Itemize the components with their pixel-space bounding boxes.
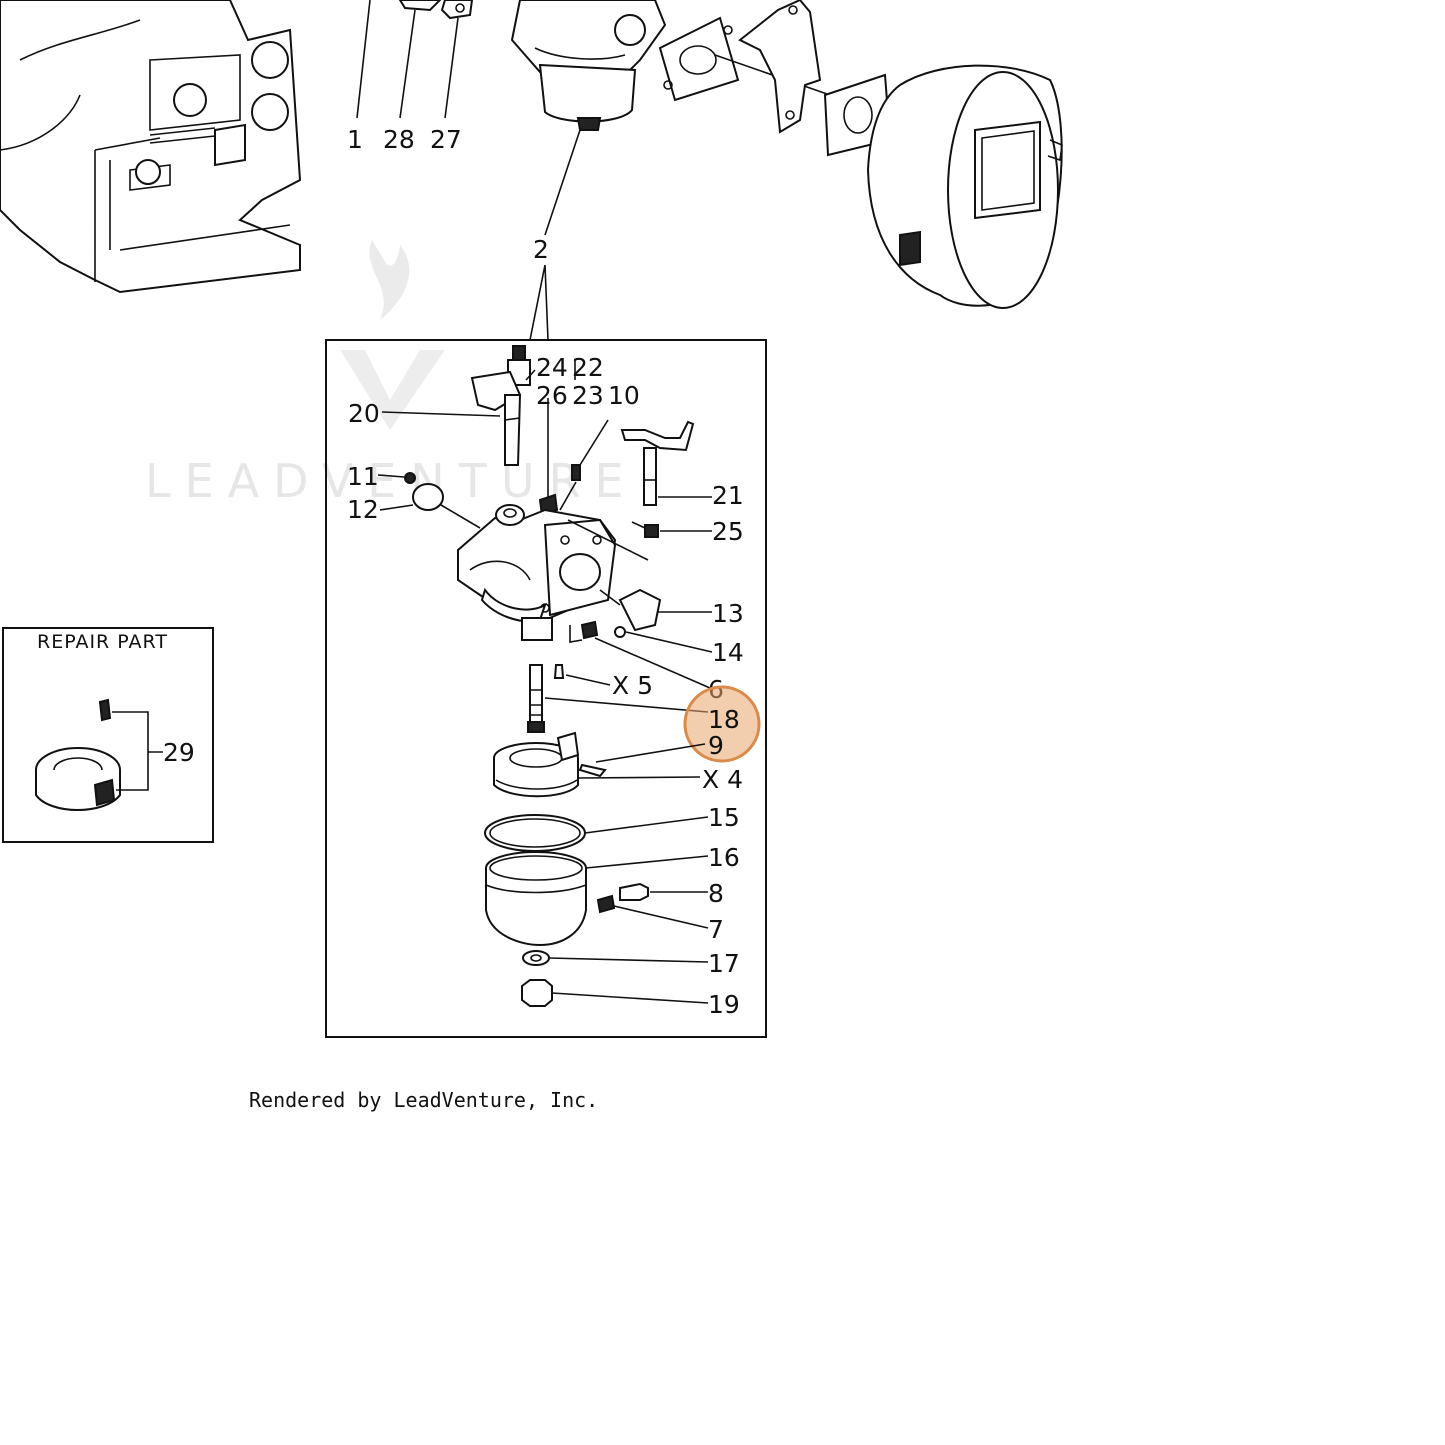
part-15-gasket [484, 814, 586, 852]
leader-2-split [529, 264, 549, 341]
part-8-screw [619, 882, 649, 901]
choke-shaft-part [470, 345, 531, 466]
leader-4 [577, 776, 701, 779]
callout-4: X 4 [702, 765, 743, 794]
part-16-float-bowl [485, 851, 587, 947]
callout-21: 21 [712, 481, 744, 510]
leader-10 [559, 419, 609, 511]
leader-11 [377, 474, 405, 478]
callout-29: 29 [163, 738, 195, 767]
callout-10: 10 [608, 381, 640, 410]
callout-17: 17 [708, 949, 740, 978]
callout-13: 13 [712, 599, 744, 628]
leader-5 [565, 674, 611, 686]
leader-12-body [440, 504, 481, 529]
highlight-marker-18 [683, 685, 761, 763]
callout-8: 8 [708, 879, 724, 908]
leader-16 [585, 855, 709, 869]
leader-12 [379, 504, 414, 511]
part-17-washer-hole [530, 954, 542, 962]
watermark-text: LEADVENTURE [145, 454, 638, 508]
callout-27: 27 [430, 125, 462, 154]
leader-18 [544, 697, 709, 713]
leader-15 [584, 816, 709, 834]
callout-22: 22 [572, 353, 604, 382]
top-gasket-parts [398, 0, 474, 20]
leader-6 [569, 625, 711, 689]
part-13-plate [618, 588, 662, 632]
callout-14: 14 [712, 638, 744, 667]
repair-part-box: REPAIR PART 29 [2, 627, 214, 843]
repair-part-title: REPAIR PART [37, 631, 168, 653]
callout-9: 9 [708, 731, 724, 760]
callout-12: 12 [347, 495, 379, 524]
callout-28: 28 [383, 125, 415, 154]
leader-17 [548, 957, 709, 963]
part-6-screw [580, 620, 599, 640]
part-11 [404, 472, 416, 484]
leader-27 [444, 17, 459, 119]
air-cleaner-housing [866, 64, 1063, 309]
callout-11: 11 [347, 462, 379, 491]
callout-18: 18 [708, 705, 740, 734]
leader-2-top [544, 129, 581, 236]
leader-14 [625, 631, 713, 653]
leader-24 [525, 369, 536, 381]
leader-28 [399, 9, 416, 119]
callout-1: 1 [347, 125, 363, 154]
callout-23: 23 [572, 381, 604, 410]
carburetor-detail-frame [325, 339, 767, 1038]
leader-13 [599, 589, 712, 613]
carburetor-assembly-top [510, 0, 667, 131]
part-17-washer [522, 950, 550, 966]
leader-7 [613, 905, 709, 929]
leader-19 [551, 992, 709, 1004]
intake-gaskets [658, 0, 892, 157]
part-19-nut [521, 979, 553, 1007]
part-10 [571, 464, 581, 481]
part-14 [614, 626, 626, 638]
part-18-emulsion-tube [527, 664, 545, 733]
leader-25 [631, 521, 712, 532]
part-25 [644, 524, 659, 538]
callout-19: 19 [708, 990, 740, 1019]
callout-24: 24 [536, 353, 568, 382]
render-credit: Rendered by LeadVenture, Inc. [249, 1088, 599, 1112]
callout-16: 16 [708, 843, 740, 872]
callout-2: 2 [533, 235, 549, 264]
leader-20 [381, 411, 501, 417]
part-7-spring [596, 894, 616, 914]
leader-22 [567, 360, 649, 561]
callout-20: 20 [348, 399, 380, 428]
part-5 [553, 664, 565, 679]
callout-5: X 5 [612, 671, 653, 700]
callout-15: 15 [708, 803, 740, 832]
callout-25: 25 [712, 517, 744, 546]
callout-7: 7 [708, 915, 724, 944]
part-12-diaphragm [412, 483, 444, 511]
carburetor-body [457, 504, 617, 641]
callout-26: 26 [536, 381, 568, 410]
leader-9 [595, 743, 706, 763]
part-4-float [493, 731, 607, 798]
engine-block-illustration [0, 0, 302, 294]
leader-1 [356, 0, 371, 119]
throttle-shaft-part [620, 420, 695, 506]
